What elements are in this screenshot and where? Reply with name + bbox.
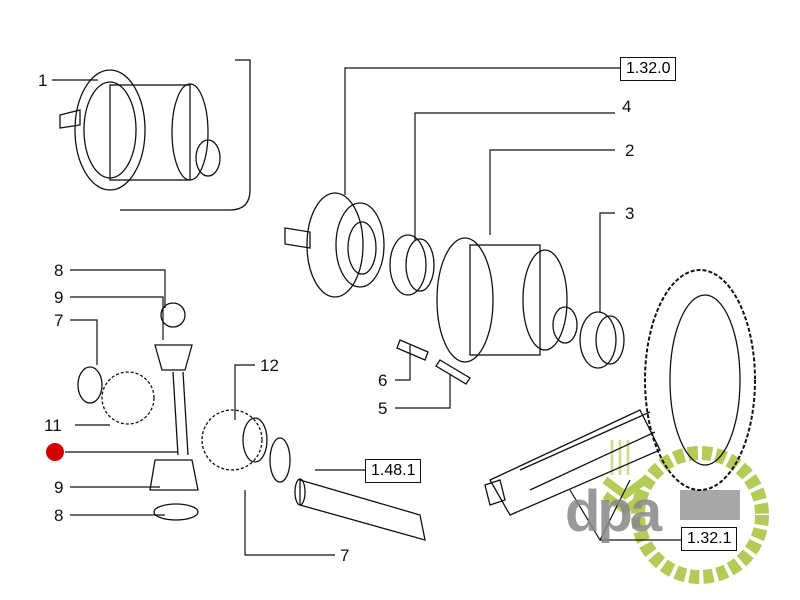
callout-9-lower[interactable]: 9	[54, 478, 64, 497]
reference-1-32-0[interactable]: 1.32.0	[620, 57, 677, 81]
callout-8-lower[interactable]: 8	[54, 506, 64, 525]
ring-and-pinion	[484, 269, 756, 516]
callout-3[interactable]: 3	[625, 204, 635, 223]
leader-lines	[52, 67, 682, 556]
bearing-3	[579, 311, 625, 369]
watermark-logo: dpa	[565, 479, 662, 544]
callout-4[interactable]: 4	[622, 97, 632, 116]
callout-6[interactable]: 6	[378, 371, 388, 390]
callout-5[interactable]: 5	[378, 399, 388, 418]
housing-part	[284, 192, 385, 298]
callout-2[interactable]: 2	[625, 141, 635, 160]
callout-12[interactable]: 12	[260, 356, 279, 375]
callout-1[interactable]: 1	[38, 71, 48, 90]
pin-5	[435, 359, 471, 385]
callout-11[interactable]: 11	[44, 416, 62, 435]
pin-6	[396, 339, 429, 361]
reference-1-32-1[interactable]: 1.32.1	[681, 527, 738, 551]
callout-9[interactable]: 9	[54, 288, 64, 307]
bearing-4	[389, 234, 435, 296]
callout-8[interactable]: 8	[54, 261, 64, 280]
hotspot-marker[interactable]	[46, 443, 64, 461]
small-gears	[77, 302, 291, 521]
callout-7[interactable]: 7	[54, 311, 64, 330]
differential-case-2	[436, 237, 578, 363]
splined-shaft	[294, 478, 426, 541]
differential-assembly-1	[59, 59, 251, 211]
reference-1-48-1[interactable]: 1.48.1	[365, 459, 422, 483]
logo-gear-ring	[602, 440, 769, 584]
callout-7-lower[interactable]: 7	[340, 546, 350, 565]
